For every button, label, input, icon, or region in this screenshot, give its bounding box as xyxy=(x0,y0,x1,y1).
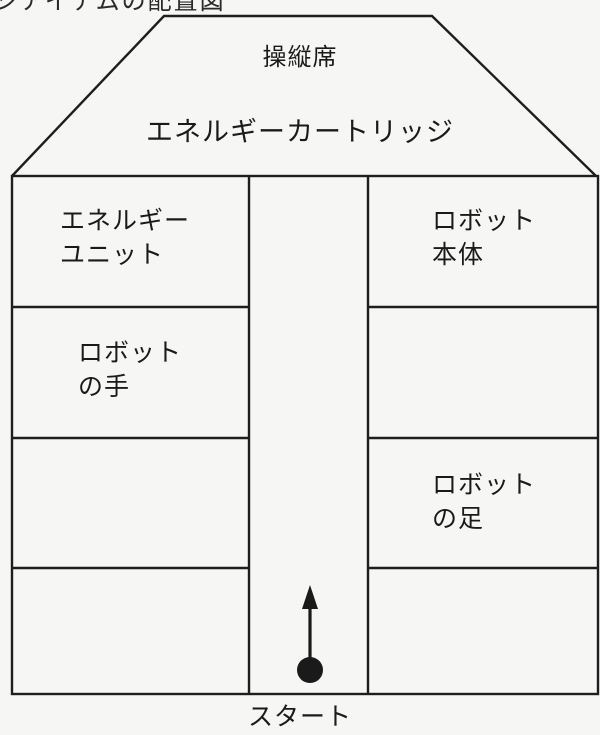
building-outline xyxy=(10,174,600,696)
robot-body-line-2: 本体 xyxy=(432,240,485,269)
diagram-caption: ジアイテムの配置図 xyxy=(0,0,226,15)
cockpit-roof-outline xyxy=(11,14,597,177)
up-arrow-icon xyxy=(302,585,318,609)
start-label: スタート xyxy=(247,702,352,731)
robot-hand-line-1: ロボット xyxy=(78,338,183,367)
robot-foot-line-2: の足 xyxy=(432,504,485,533)
robot-hand-line-2: の手 xyxy=(78,372,131,401)
cockpit-label: 操縦席 xyxy=(262,43,338,71)
robot-foot-room-label: ロボット の足 xyxy=(432,468,536,536)
energy-unit-line-2: ユニット xyxy=(60,240,165,269)
start-dot-icon xyxy=(297,657,323,683)
robot-body-line-1: ロボット xyxy=(432,206,537,235)
energy-unit-room-label: エネルギー ユニット xyxy=(60,204,190,272)
energy-unit-line-1: エネルギー xyxy=(60,206,191,235)
robot-hand-room-label: ロボット の手 xyxy=(78,336,182,404)
robot-foot-line-1: ロボット xyxy=(432,470,537,499)
energy-cartridge-label: エネルギーカートリッジ xyxy=(146,117,454,148)
start-marker xyxy=(297,585,323,683)
robot-body-room-label: ロボット 本体 xyxy=(432,204,536,272)
